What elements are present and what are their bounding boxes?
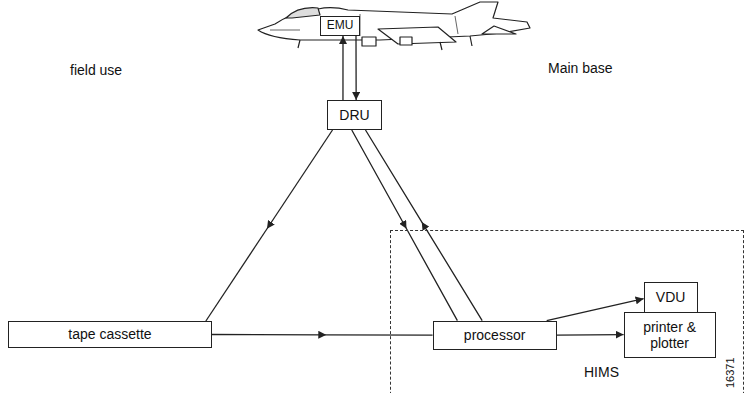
area-label: field use: [70, 62, 122, 78]
wing: [378, 27, 456, 44]
display-box: VDU: [644, 282, 698, 313]
connector-arrow: [206, 130, 333, 321]
region-label: HIMS: [584, 364, 619, 380]
output-box: printer & plotter: [624, 312, 716, 358]
box-label: tape cassette: [68, 326, 151, 342]
box-label: EMU: [327, 19, 354, 33]
box-label: VDU: [656, 289, 686, 305]
storage-box: tape cassette: [8, 321, 212, 348]
process-box: processor: [433, 321, 557, 350]
connector-arrow: [355, 36, 356, 100]
tailplane: [482, 26, 516, 34]
unit-box: EMU: [320, 16, 360, 36]
unit-box: DRU: [327, 100, 382, 130]
panel-line: [270, 14, 458, 36]
connector-arrow: [212, 334, 433, 336]
box-label: printer & plotter: [629, 319, 711, 351]
connector-arrow: [366, 130, 483, 321]
nozzle: [362, 37, 376, 46]
area-label: Main base: [548, 60, 613, 76]
landing-gear: [298, 36, 472, 50]
connector-arrow: [352, 130, 458, 321]
system-boundary: HIMS processor VDU printer & plotter: [390, 230, 744, 393]
box-label: DRU: [339, 107, 369, 123]
nozzle: [400, 37, 412, 45]
connector-arrow: [557, 334, 624, 336]
figure-number: 16371: [724, 357, 736, 388]
box-label: processor: [464, 327, 525, 343]
canopy: [286, 8, 320, 18]
